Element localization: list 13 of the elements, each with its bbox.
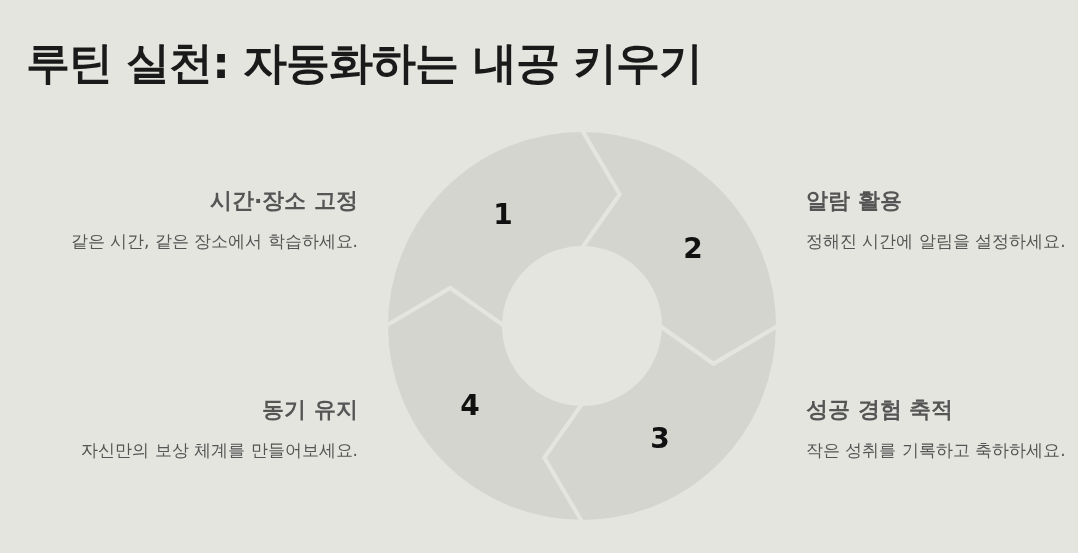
step-heading: 알람 활용 (806, 187, 902, 215)
step-number: 4 (460, 388, 480, 422)
step-description: 정해진 시간에 알림을 설정하세요. (806, 230, 1066, 253)
step-description: 작은 성취를 기록하고 축하하세요. (806, 439, 1066, 462)
step-description: 자신만의 보상 체계를 만들어보세요. (81, 439, 358, 462)
step-number: 2 (683, 231, 703, 265)
step-number: 1 (493, 197, 513, 231)
step-heading: 동기 유지 (262, 396, 358, 424)
step-heading: 성공 경험 축적 (806, 396, 954, 424)
step-number: 3 (650, 421, 670, 455)
step-description: 같은 시간, 같은 장소에서 학습하세요. (70, 230, 358, 253)
step-heading: 시간·장소 고정 (209, 187, 358, 215)
title: 루틴 실천: 자동화하는 내공 키우기 (26, 36, 702, 90)
